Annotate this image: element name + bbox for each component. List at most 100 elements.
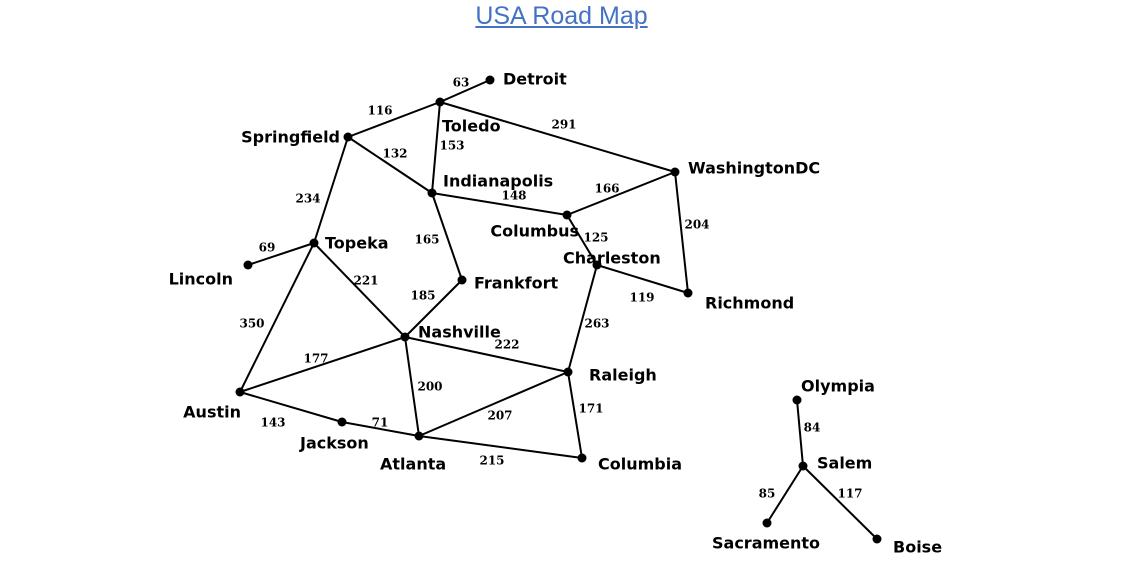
road-jackson-atlanta	[341, 421, 420, 437]
road-nashville-raleigh	[404, 336, 569, 373]
city-label-topeka: Topeka	[325, 234, 389, 253]
city-label-indianapolis: Indianapolis	[443, 172, 553, 191]
road-topeka-austin	[239, 242, 315, 393]
city-node-nashville	[400, 332, 410, 342]
distance-label-charleston-richmond: 119	[629, 291, 654, 305]
distance-label-frankfort-nashville: 185	[410, 289, 435, 303]
road-toledo-washingtondc	[439, 101, 676, 173]
road-olympia-salem	[796, 399, 804, 467]
city-label-jackson: Jackson	[299, 434, 369, 453]
distance-label-columbus-washingtondc: 166	[594, 182, 619, 196]
city-node-washingtondc	[670, 167, 680, 177]
distance-label-nashville-atlanta: 200	[417, 380, 442, 394]
city-node-springfield	[343, 132, 353, 142]
city-label-atlanta: Atlanta	[380, 455, 446, 474]
city-label-richmond: Richmond	[705, 294, 794, 313]
distance-label-toledo-detroit: 63	[453, 76, 470, 90]
city-label-lincoln: Lincoln	[169, 270, 233, 289]
distance-label-springfield-indianapolis: 132	[382, 147, 407, 161]
road-atlanta-columbia	[418, 435, 583, 459]
city-label-raleigh: Raleigh	[589, 366, 657, 385]
distance-label-topeka-nashville: 221	[353, 274, 378, 288]
city-label-detroit: Detroit	[503, 70, 567, 89]
distance-label-atlanta-columbia: 215	[479, 454, 504, 468]
distance-label-toledo-indianapolis: 153	[439, 139, 464, 153]
road-salem-boise	[802, 465, 878, 540]
city-node-toledo	[435, 97, 445, 107]
city-label-columbus: Columbus	[490, 222, 579, 241]
city-node-topeka	[309, 238, 319, 248]
road-salem-sacramento	[766, 465, 804, 524]
road-charleston-richmond	[596, 264, 689, 294]
city-node-atlanta	[414, 431, 424, 441]
roads-layer	[239, 79, 878, 540]
city-node-raleigh	[563, 367, 573, 377]
road-springfield-toledo	[347, 101, 441, 138]
city-node-charleston	[592, 260, 602, 270]
distance-label-toledo-washingtondc: 291	[551, 118, 576, 132]
road-charleston-raleigh	[567, 264, 598, 373]
city-label-washingtondc: WashingtonDC	[688, 159, 820, 178]
distance-label-washingtondc-richmond: 204	[684, 218, 709, 232]
road-austin-jackson	[239, 391, 343, 423]
city-label-charleston: Charleston	[563, 249, 661, 268]
distance-label-springfield-topeka: 234	[295, 192, 320, 206]
city-node-boise	[872, 534, 882, 544]
city-node-frankfort	[457, 275, 467, 285]
distance-label-jackson-atlanta: 71	[372, 416, 389, 430]
road-columbus-washingtondc	[566, 171, 676, 216]
road-toledo-indianapolis	[431, 101, 441, 194]
city-label-boise: Boise	[893, 538, 942, 557]
road-springfield-indianapolis	[347, 136, 433, 194]
road-toledo-detroit	[439, 79, 491, 103]
city-node-austin	[235, 387, 245, 397]
distance-label-topeka-lincoln: 69	[259, 241, 276, 255]
road-indianapolis-frankfort	[431, 192, 463, 281]
city-node-detroit	[485, 75, 495, 85]
city-label-austin: Austin	[183, 403, 241, 422]
road-nashville-atlanta	[404, 336, 420, 437]
distance-label-indianapolis-frankfort: 165	[414, 233, 439, 247]
distance-label-topeka-austin: 350	[239, 317, 264, 331]
city-label-salem: Salem	[817, 454, 872, 473]
distance-label-olympia-salem: 84	[804, 421, 821, 435]
distance-label-atlanta-raleigh: 207	[487, 409, 512, 423]
road-columbus-charleston	[566, 214, 598, 266]
city-label-frankfort: Frankfort	[474, 274, 558, 293]
city-node-indianapolis	[427, 188, 437, 198]
city-node-jackson	[337, 417, 347, 427]
road-atlanta-raleigh	[418, 371, 569, 437]
city-node-sacramento	[762, 518, 772, 528]
city-node-richmond	[683, 288, 693, 298]
city-label-sacramento: Sacramento	[712, 534, 820, 553]
road-springfield-topeka	[313, 136, 349, 244]
road-indianapolis-columbus	[431, 192, 568, 216]
distance-label-raleigh-columbia: 171	[578, 402, 603, 416]
city-label-springfield: Springfield	[241, 128, 340, 147]
distance-label-nashville-raleigh: 222	[494, 338, 519, 352]
city-label-nashville: Nashville	[418, 323, 501, 342]
city-label-toledo: Toledo	[442, 117, 501, 136]
city-node-lincoln	[243, 260, 253, 270]
road-washingtondc-richmond	[674, 171, 689, 294]
distance-label-salem-sacramento: 85	[759, 487, 776, 501]
road-topeka-lincoln	[247, 242, 315, 266]
road-nashville-austin	[239, 336, 406, 393]
map-title-link[interactable]: USA Road Map	[475, 2, 648, 30]
road-raleigh-columbia	[567, 371, 583, 459]
distance-label-salem-boise: 117	[837, 487, 862, 501]
road-topeka-nashville	[313, 242, 406, 338]
city-label-columbia: Columbia	[598, 455, 682, 474]
distance-label-austin-jackson: 143	[260, 416, 285, 430]
city-node-columbus	[562, 210, 572, 220]
city-node-olympia	[792, 395, 802, 405]
distance-label-charleston-raleigh: 263	[584, 317, 609, 331]
distance-label-indianapolis-columbus: 148	[501, 189, 526, 203]
distance-label-columbus-charleston: 125	[583, 231, 608, 245]
city-node-salem	[798, 461, 808, 471]
city-label-olympia: Olympia	[801, 377, 875, 396]
city-node-columbia	[577, 453, 587, 463]
